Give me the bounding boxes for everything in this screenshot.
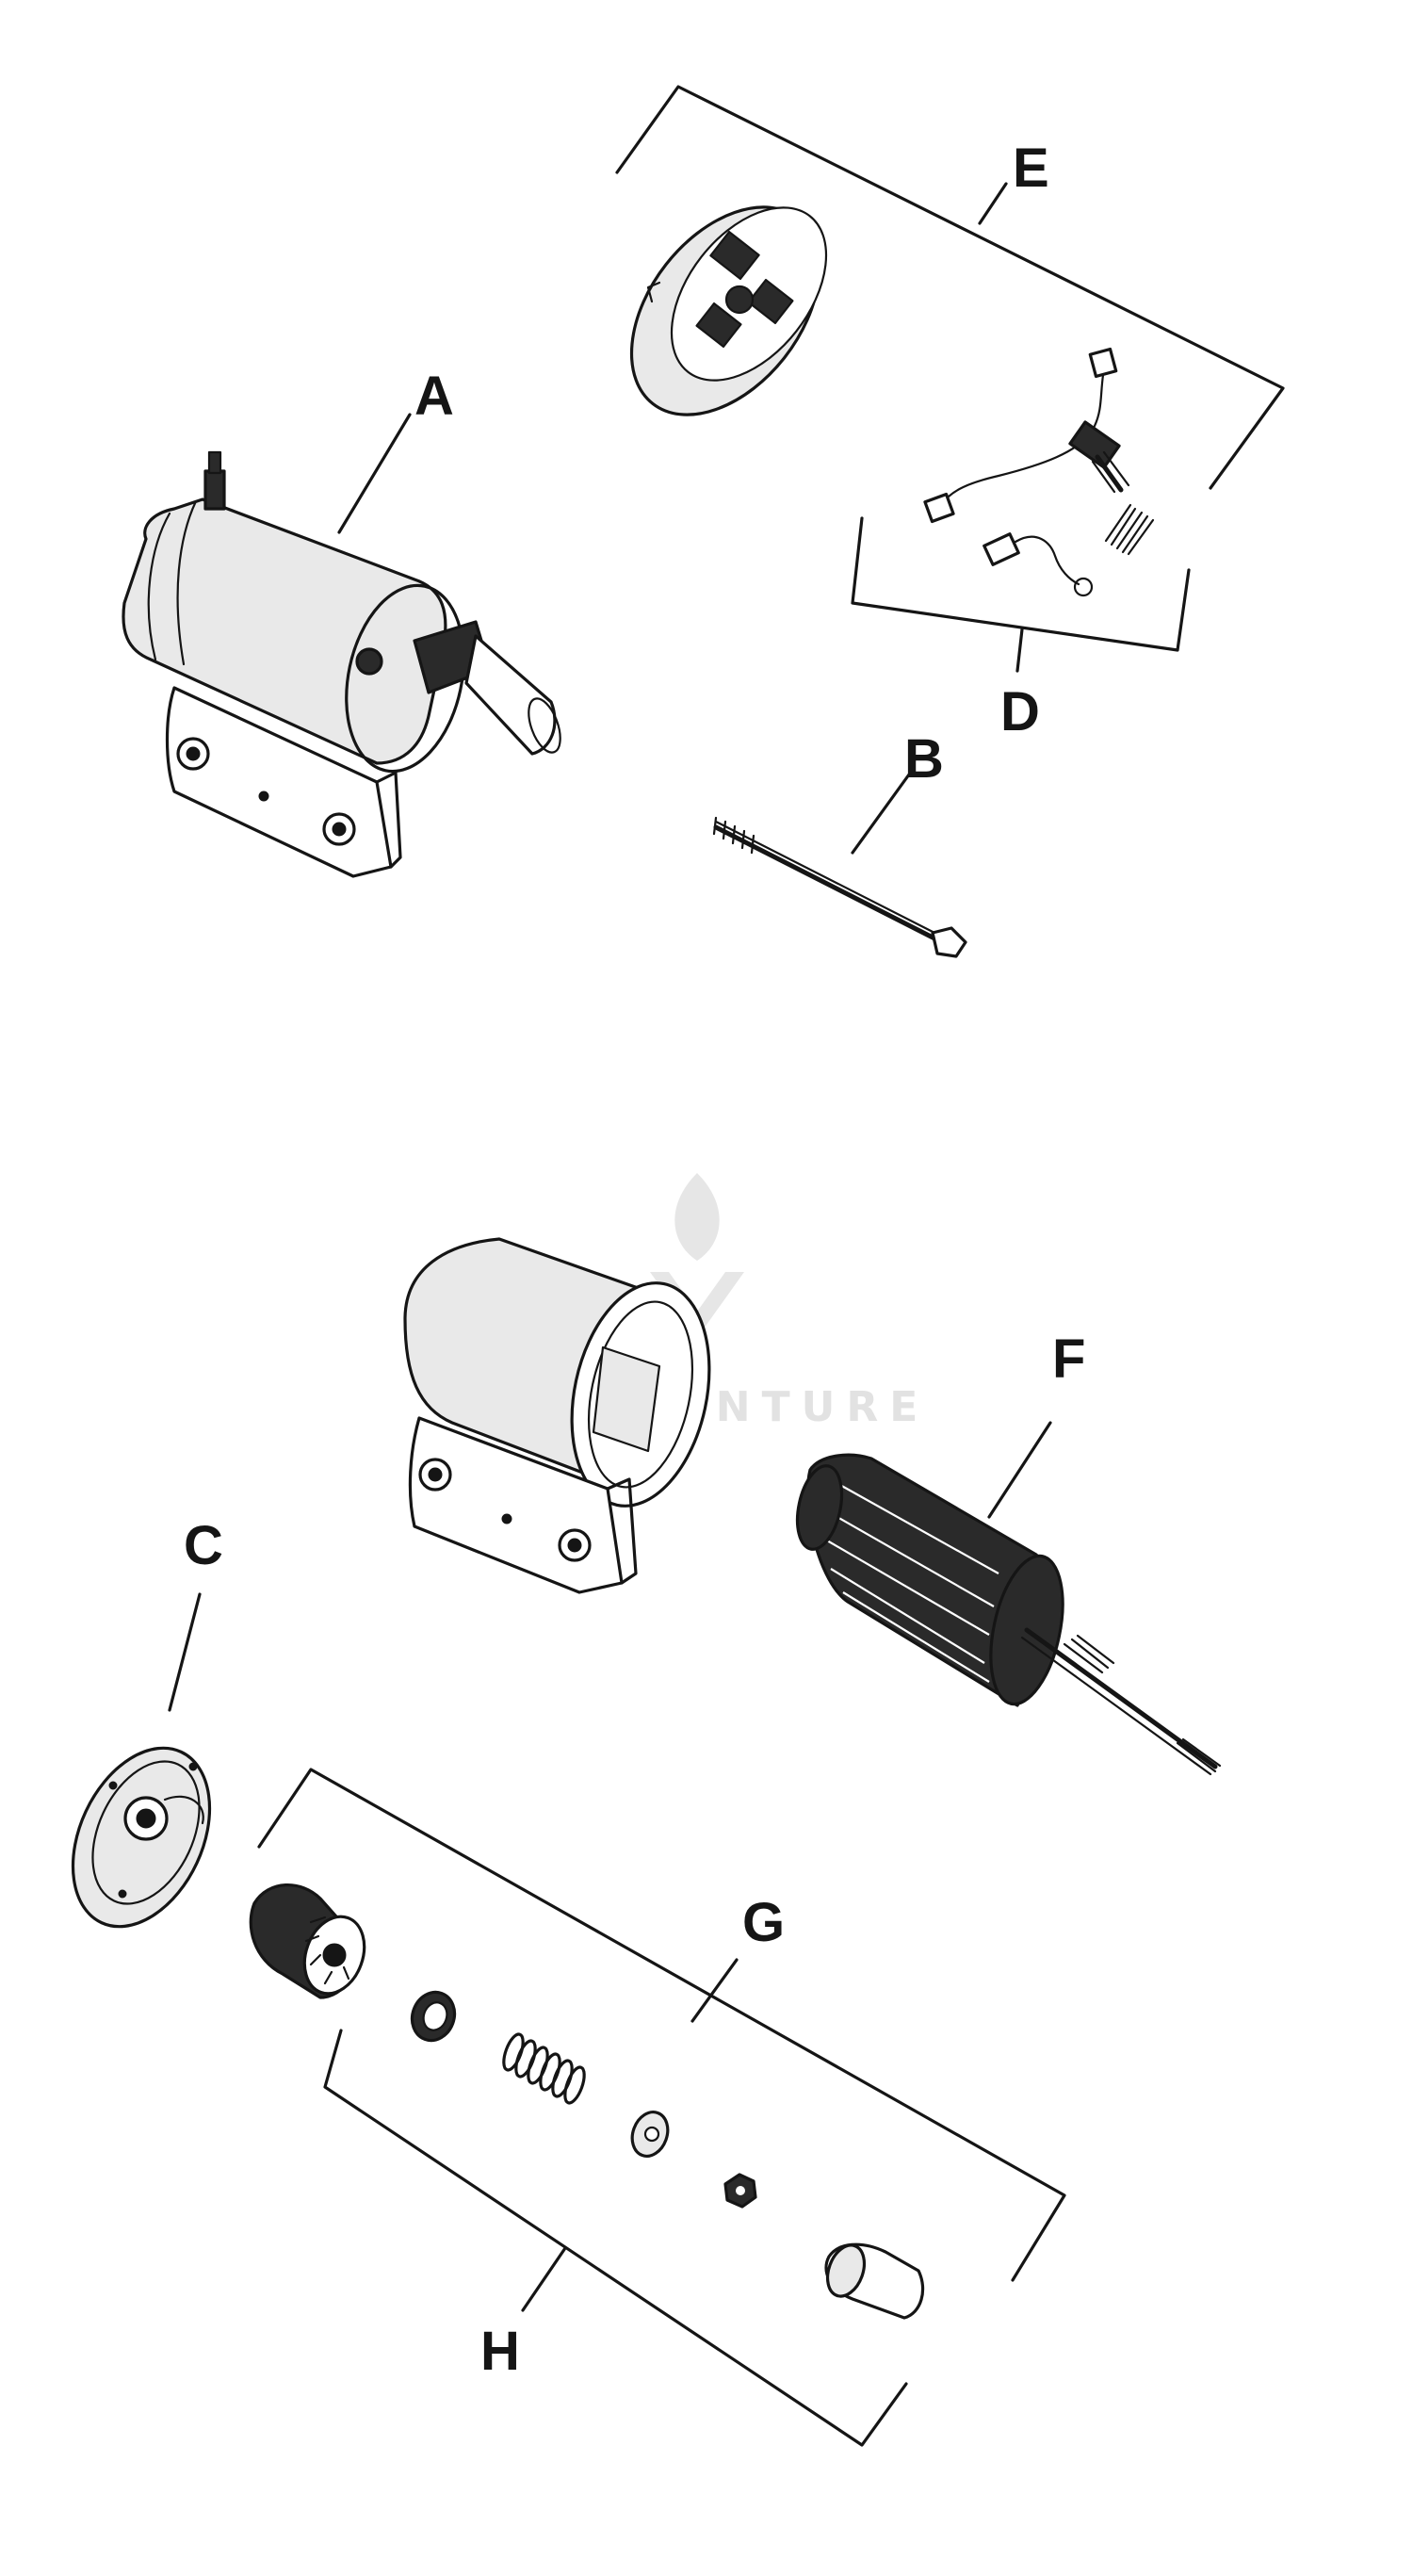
bracket-group-e — [615, 85, 1285, 490]
drive-kit-part — [249, 1883, 925, 2320]
starter-assembly-part — [122, 413, 561, 878]
leader-f — [987, 1421, 1052, 1519]
brush-set-part — [923, 347, 1155, 597]
label-b: B — [904, 728, 944, 790]
label-c: C — [184, 1515, 223, 1576]
leader-e — [978, 182, 1008, 225]
label-e: E — [1013, 138, 1049, 199]
label-h: H — [480, 2321, 520, 2382]
leader-h — [521, 2246, 567, 2312]
armature-part — [795, 1421, 1222, 1776]
bracket-group-h — [323, 2029, 908, 2447]
through-bolt-part — [712, 773, 967, 958]
label-g: G — [742, 1892, 785, 1953]
leader-d — [1015, 628, 1024, 673]
label-d: D — [1000, 681, 1040, 742]
bracket-group-d — [851, 516, 1191, 673]
end-cap-part — [629, 205, 828, 416]
bracket-group-g — [257, 1768, 1066, 2282]
label-f: F — [1052, 1329, 1085, 1390]
leader-c — [168, 1592, 202, 1712]
leader-a — [337, 413, 412, 534]
part-labels: A B C D E F G H — [184, 138, 1085, 2382]
label-a: A — [414, 366, 454, 427]
field-frame-part — [403, 1237, 711, 1594]
leader-g — [690, 1958, 739, 2023]
drive-end-plate-part — [71, 1592, 212, 1929]
leader-b — [851, 773, 911, 855]
